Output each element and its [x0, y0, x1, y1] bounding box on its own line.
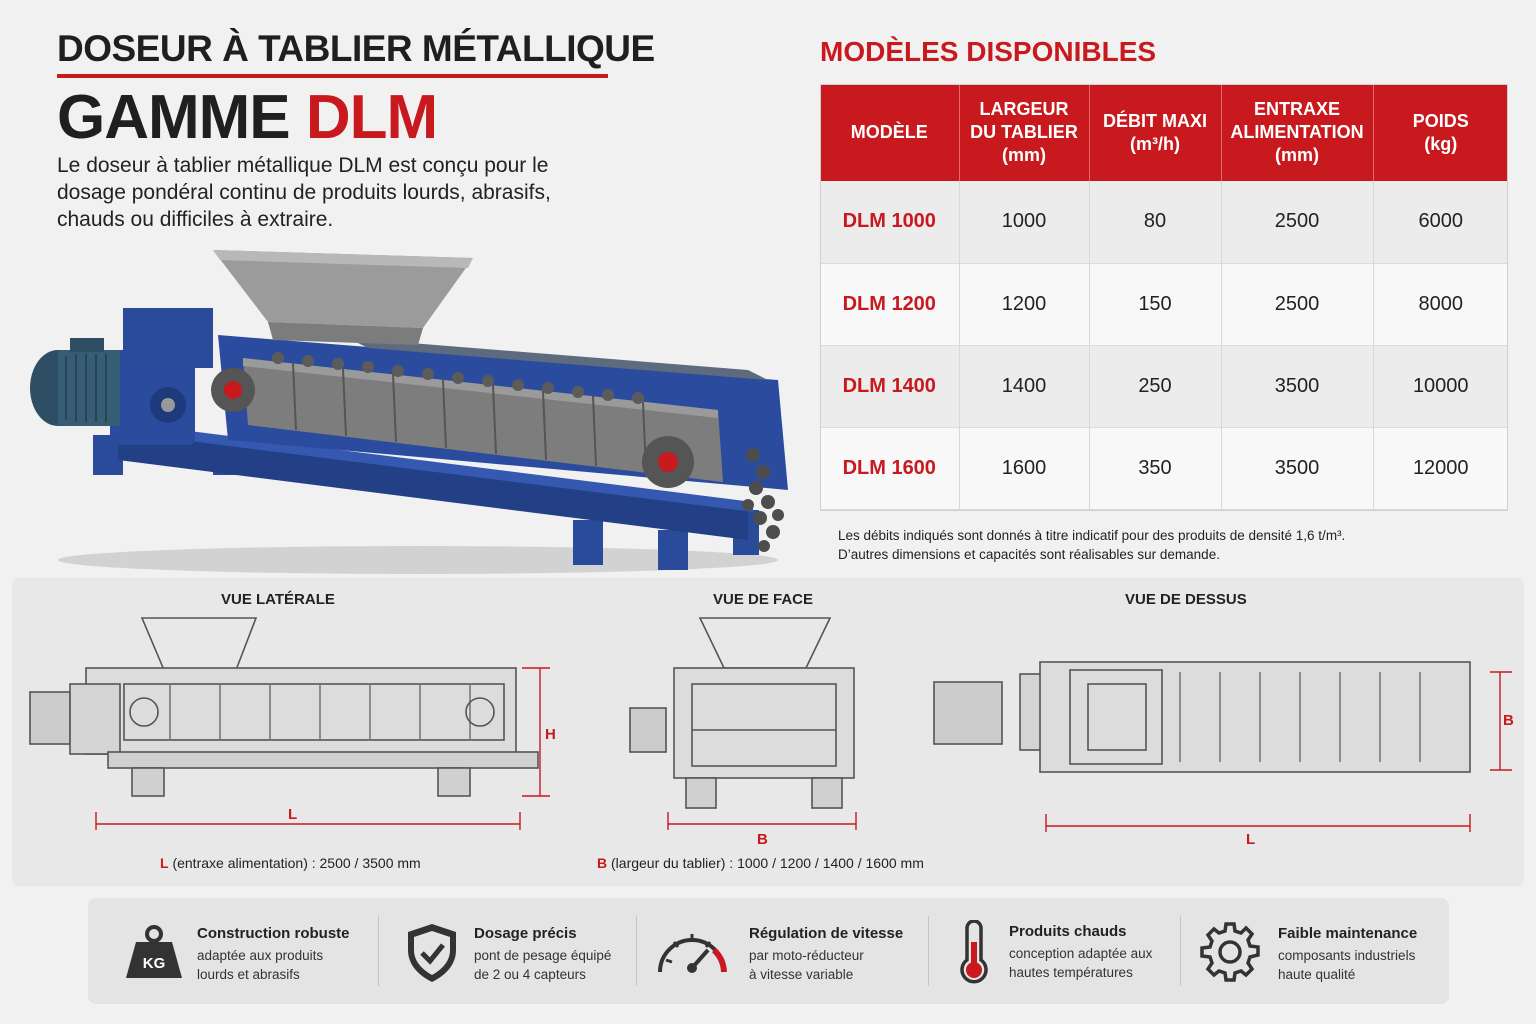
table-row: DLM 1200 1200 150 2500 8000 [820, 263, 1508, 346]
caption-l-text: (entraxe alimentation) : 2500 / 3500 mm [168, 855, 421, 871]
feature-divider [378, 916, 379, 986]
side-dim-l: L [288, 806, 298, 823]
cell-width: 1600 [959, 427, 1090, 510]
feature-speed: Régulation de vitesse par moto-réducteur… [654, 898, 924, 1004]
feature-desc: par moto-réducteur à vitesse variable [749, 948, 864, 982]
cell-width: 1200 [959, 263, 1090, 346]
cell-weight: 10000 [1373, 345, 1508, 428]
front-dim-b: B [757, 831, 768, 848]
side-view-label: VUE LATÉRALE [221, 591, 335, 608]
col-header-weight: POIDS (kg) [1373, 84, 1508, 181]
col-header-flow: DÉBIT MAXI (m³/h) [1089, 84, 1222, 181]
table-row: DLM 1600 1600 350 3500 12000 [820, 427, 1508, 510]
features-bar: KG Construction robuste adaptée aux prod… [88, 898, 1449, 1004]
speedometer-icon [658, 934, 727, 973]
cell-weight: 8000 [1373, 263, 1508, 346]
feature-divider [928, 916, 929, 986]
top-dim-l: L [1246, 831, 1256, 848]
feature-title: Produits chauds [1009, 923, 1127, 940]
feature-desc: pont de pesage équipé de 2 ou 4 capteurs [474, 948, 612, 982]
caption-l-letter: L [160, 855, 169, 871]
table-row: DLM 1400 1400 250 3500 10000 [820, 345, 1508, 428]
cell-width: 1400 [959, 345, 1090, 428]
cell-centres: 2500 [1221, 181, 1374, 264]
feature-robust: KG Construction robuste adaptée aux prod… [122, 898, 382, 1004]
gear-icon [1200, 922, 1260, 982]
col-header-width: LARGEUR DU TABLIER (mm) [959, 84, 1090, 181]
side-view-drawing [29, 617, 550, 830]
range-accent: DLM [305, 83, 438, 152]
cell-model: DLM 1200 [820, 263, 960, 346]
side-dim-h: H [545, 726, 556, 743]
feature-title: Faible maintenance [1278, 925, 1418, 942]
feature-desc: adaptée aux produits lourds et abrasifs [197, 948, 324, 982]
feature-divider [636, 916, 637, 986]
cell-flow: 150 [1089, 263, 1222, 346]
table-row: DLM 1000 1000 80 2500 6000 [820, 181, 1508, 264]
cell-flow: 250 [1089, 345, 1222, 428]
shield-check-icon [408, 924, 456, 982]
range-title: GAMME DLM [57, 82, 438, 153]
feature-desc: composants industriels haute qualité [1278, 948, 1416, 982]
feature-title: Dosage précis [474, 925, 577, 942]
cell-width: 1000 [959, 181, 1090, 264]
top-dim-b: B [1503, 712, 1514, 729]
feature-desc: conception adaptée aux hautes températur… [1009, 946, 1153, 980]
thermometer-icon [960, 920, 988, 984]
top-view-drawing [933, 661, 1512, 832]
cell-model: DLM 1400 [820, 345, 960, 428]
feature-title: Construction robuste [197, 925, 350, 942]
models-title: MODÈLES DISPONIBLES [820, 36, 1157, 67]
table-note-line1: Les débits indiqués sont donnés à titre … [838, 528, 1346, 543]
table-header-row: MODÈLE LARGEUR DU TABLIER (mm) DÉBIT MAX… [820, 84, 1508, 181]
cell-flow: 350 [1089, 427, 1222, 510]
front-view-drawing [629, 617, 857, 830]
range-prefix: GAMME [57, 83, 306, 152]
table-note: Les débits indiqués sont donnés à titre … [838, 526, 1345, 564]
feature-title: Régulation de vitesse [749, 925, 904, 942]
cell-weight: 12000 [1373, 427, 1508, 510]
front-view-label: VUE DE FACE [713, 591, 814, 608]
caption-l: L (entraxe alimentation) : 2500 / 3500 m… [160, 855, 421, 871]
caption-b-text: (largeur du tablier) : 1000 / 1200 / 140… [607, 855, 924, 871]
cell-weight: 6000 [1373, 181, 1508, 264]
apron-feeder-illustration [30, 250, 788, 574]
models-table: MODÈLE LARGEUR DU TABLIER (mm) DÉBIT MAX… [820, 84, 1508, 510]
weight-kg-icon: KG [126, 925, 182, 978]
caption-b-letter: B [597, 855, 608, 871]
feature-hot-products: Produits chauds conception adaptée aux h… [950, 898, 1200, 1004]
cell-model: DLM 1600 [820, 427, 960, 510]
cell-model: DLM 1000 [820, 181, 960, 264]
cell-flow: 80 [1089, 181, 1222, 264]
title-underline [57, 74, 608, 78]
top-view-label: VUE DE DESSUS [1125, 591, 1247, 608]
col-header-model: MODÈLE [820, 84, 960, 181]
feature-divider [1180, 916, 1181, 986]
intro-text: Le doseur à tablier métallique DLM est c… [57, 154, 551, 231]
cell-centres: 2500 [1221, 263, 1374, 346]
cell-centres: 3500 [1221, 427, 1374, 510]
feature-maintenance: Faible maintenance composants industriel… [1198, 898, 1438, 1004]
cell-centres: 3500 [1221, 345, 1374, 428]
caption-b: B (largeur du tablier) : 1000 / 1200 / 1… [597, 855, 924, 871]
page-title: DOSEUR À TABLIER MÉTALLIQUE [57, 28, 655, 69]
feature-precision: Dosage précis pont de pesage équipé de 2… [400, 898, 640, 1004]
weight-kg-text: KG [143, 955, 166, 972]
table-note-line2: D’autres dimensions et capacités sont ré… [838, 547, 1220, 562]
col-header-centres: ENTRAXE ALIMENTATION (mm) [1221, 84, 1374, 181]
